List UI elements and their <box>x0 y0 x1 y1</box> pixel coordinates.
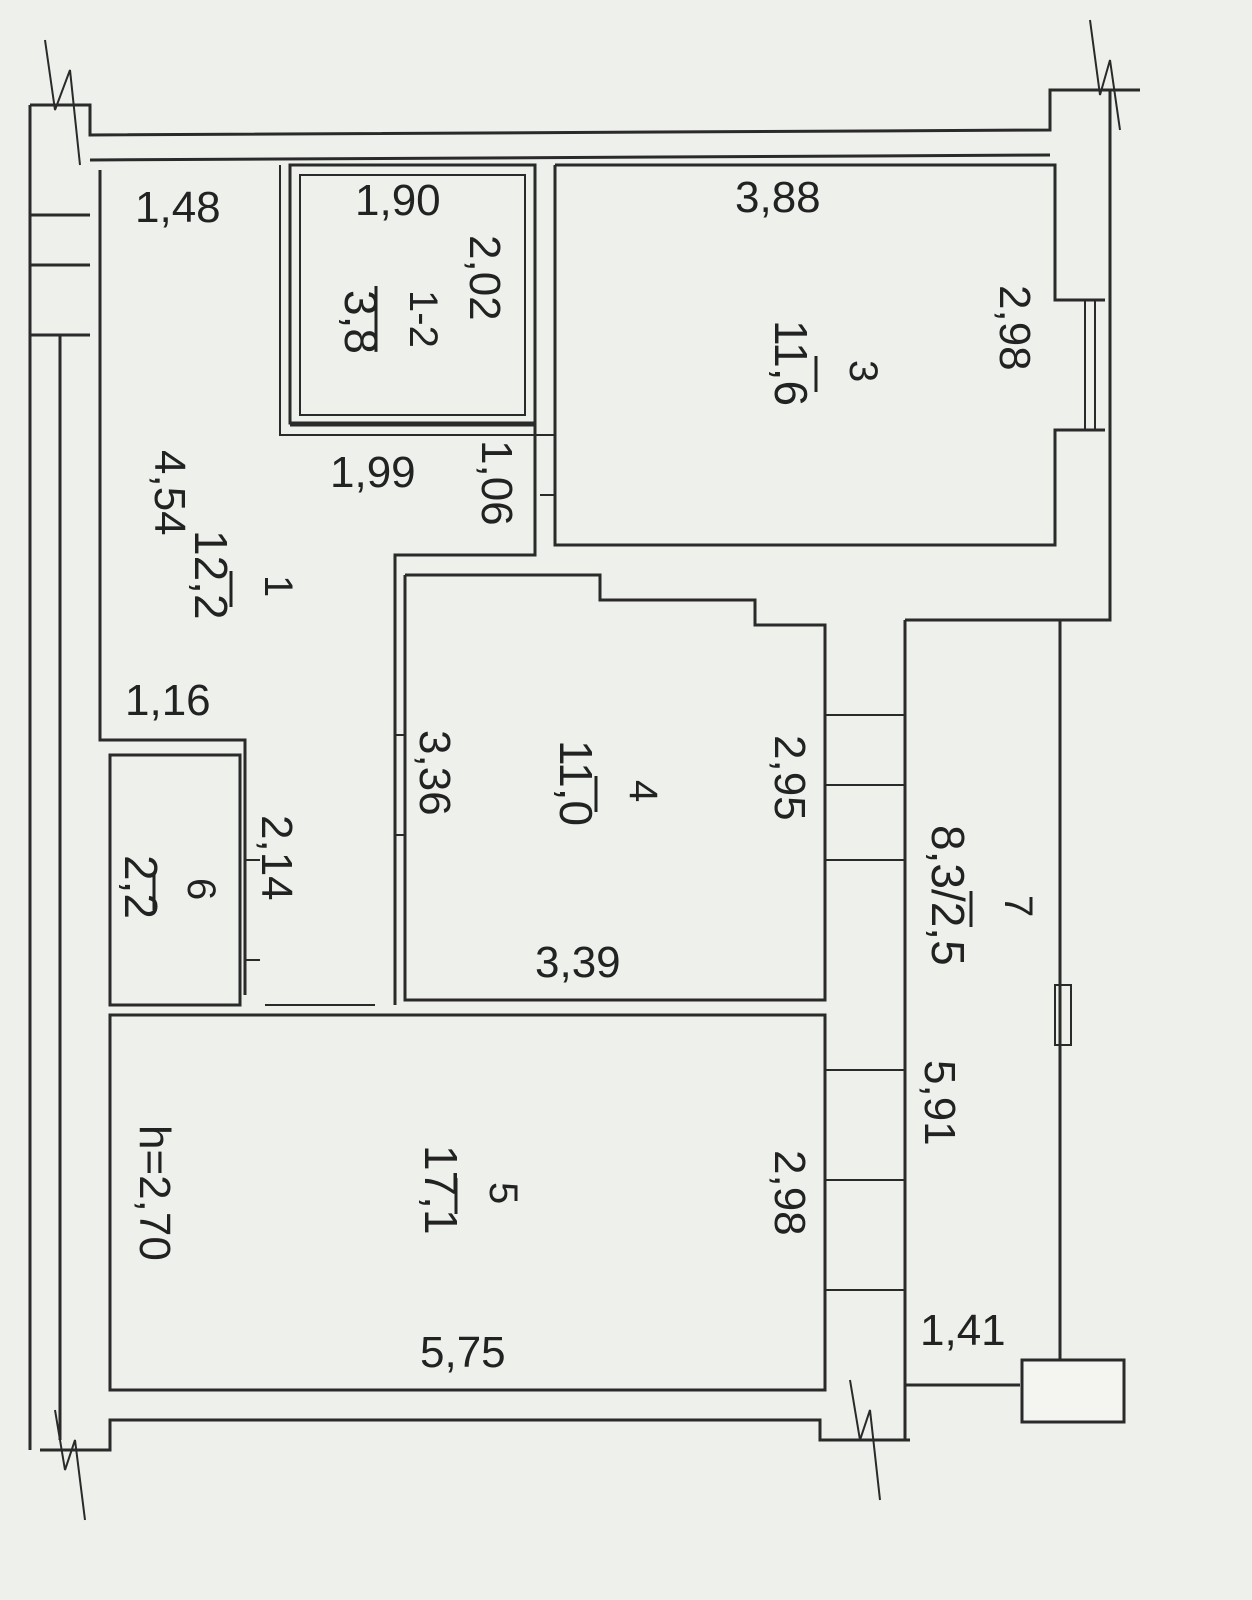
room-3-number: 3 <box>841 360 885 382</box>
room-1-2-number: 1-2 <box>401 290 445 348</box>
room-6-area: 2,2 <box>115 855 167 919</box>
room-4-dim-side-right: 2,95 <box>765 735 814 821</box>
room-7-area: 8,3/2,5 <box>922 825 974 966</box>
room-7-labels: 7 8,3/2,5 5,91 1,41 <box>915 825 1040 1355</box>
room-5-walls <box>108 1013 905 1392</box>
break-symbols <box>44 19 1121 1521</box>
room-6-walls <box>108 753 260 1007</box>
room-5-dim-bottom: 5,75 <box>420 1328 506 1377</box>
room-1-2-labels: 1,90 2,02 1-2 3,8 <box>335 176 509 354</box>
room-4-dim-bottom: 3,39 <box>535 938 621 987</box>
room-6-number: 6 <box>179 878 223 900</box>
room-3-area: 11,6 <box>765 320 817 406</box>
room-3-dim-side: 2,98 <box>990 285 1039 371</box>
room-3-dim-top: 3,88 <box>735 173 821 222</box>
room-3-walls <box>540 163 1105 547</box>
room-6-labels: 2,14 6 2,2 <box>115 815 301 919</box>
room-1-number: 1 <box>256 575 300 597</box>
room-1-labels: 1,48 4,54 1,16 1 12,2 <box>125 183 300 725</box>
dim-corridor-width: 1,06 <box>472 440 521 526</box>
room-1-area: 12,2 <box>185 530 237 620</box>
room-4-dim-side-left: 3,36 <box>410 730 459 816</box>
room-7-number: 7 <box>996 895 1040 917</box>
room-5-labels: h=2,70 2,98 5,75 5 17,1 <box>130 1125 814 1377</box>
room-1-2-walls <box>288 163 537 425</box>
dim-doorway-width: 1,99 <box>330 448 416 497</box>
room-4-area: 11,0 <box>550 740 602 826</box>
room-1-2-area: 3,8 <box>335 290 387 354</box>
ceiling-height-label: h=2,70 <box>130 1125 179 1261</box>
room-7-dim-side: 5,91 <box>915 1060 964 1146</box>
room-4-walls <box>395 573 905 1002</box>
exterior-walls <box>28 88 1140 1452</box>
other-dims: 1,99 1,06 <box>330 440 521 526</box>
room-1-dim-top: 1,48 <box>135 183 221 232</box>
room-5-dim-side: 2,98 <box>765 1150 814 1236</box>
room-4-number: 4 <box>621 780 665 802</box>
room-1-dim-bottom: 1,16 <box>125 676 211 725</box>
room-3-labels: 3,88 2,98 3 11,6 <box>735 173 1039 406</box>
room-1-2-dim-top: 1,90 <box>355 176 441 225</box>
room-1-dim-side: 4,54 <box>145 450 194 536</box>
room-5-number: 5 <box>481 1182 525 1204</box>
room-1-2-dim-side: 2,02 <box>460 235 509 321</box>
room-5-area: 17,1 <box>415 1145 467 1235</box>
room-6-dim-side: 2,14 <box>252 815 301 901</box>
room-7-dim-bottom: 1,41 <box>920 1306 1006 1355</box>
room-4-labels: 3,36 2,95 3,39 4 11,0 <box>410 730 814 987</box>
